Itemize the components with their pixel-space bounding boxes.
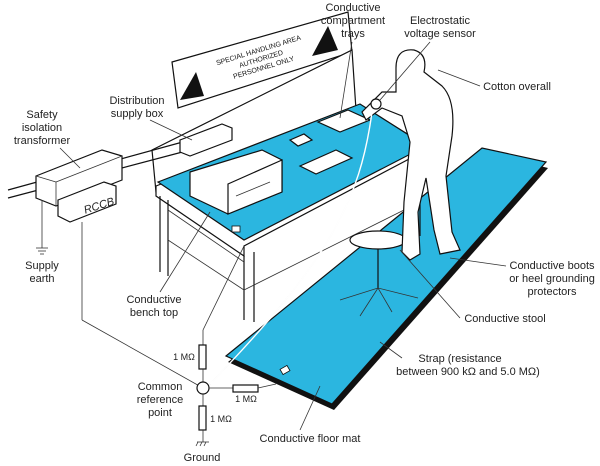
- conductive-floor-mat: [224, 147, 548, 410]
- label-overall: Cotton overall: [483, 81, 551, 93]
- resistor-right: [232, 384, 259, 393]
- conductive-stool: [339, 230, 419, 317]
- voltage-sensor-icon: [370, 98, 382, 110]
- label-strap: between 900 kΩ and 5.0 MΩ): [396, 366, 540, 378]
- label-boots: Conductive boots: [510, 260, 595, 272]
- label-trays: Conductive: [325, 2, 380, 14]
- esd-warning-sign: SPECIAL HANDLING AREA AUTHORIZED PERSONN…: [171, 11, 353, 109]
- label-transformer: Safety: [26, 109, 58, 121]
- label-boots: or heel grounding: [509, 273, 595, 285]
- power-equipment: RCCB: [7, 123, 233, 389]
- ground-icon: [195, 441, 209, 447]
- label-transformer: transformer: [14, 135, 71, 147]
- label-sensor: voltage sensor: [404, 28, 476, 40]
- resistor-lower-value: 1 MΩ: [210, 414, 232, 424]
- esd-warning-icon: [180, 72, 204, 100]
- label-strap: Strap (resistance: [418, 353, 501, 365]
- label-supply-box: supply box: [111, 108, 164, 120]
- esd-warning-icon: [312, 26, 338, 56]
- label-stool: Conductive stool: [464, 313, 545, 325]
- label-reference-point: reference: [137, 394, 183, 406]
- label-reference-point: point: [148, 407, 172, 419]
- safety-isolation-transformer: [35, 149, 123, 207]
- resistor-upper: [198, 344, 207, 370]
- distribution-supply-box: [179, 123, 233, 157]
- label-supply-earth: earth: [29, 273, 54, 285]
- label-boots: protectors: [528, 286, 577, 298]
- grounding-network: [195, 111, 373, 447]
- label-sensor: Electrostatic: [410, 15, 470, 27]
- label-transformer: isolation: [22, 122, 62, 134]
- resistor-right-value: 1 MΩ: [235, 394, 257, 404]
- rccb-box: [57, 181, 117, 223]
- resistor-lower: [198, 405, 207, 431]
- label-bench-top: Conductive: [126, 294, 181, 306]
- label-ground: Ground: [184, 452, 221, 464]
- leader-lines: [59, 41, 507, 431]
- resistor-upper-value: 1 MΩ: [173, 352, 195, 362]
- label-bench-top: bench top: [130, 307, 178, 319]
- label-supply-box: Distribution: [109, 95, 164, 107]
- label-supply-earth: Supply: [25, 260, 59, 272]
- common-reference-point: [196, 381, 210, 395]
- operator-figure: [361, 49, 461, 261]
- label-floor-mat: Conductive floor mat: [260, 433, 361, 445]
- label-trays: trays: [341, 28, 365, 40]
- label-trays: compartment: [321, 15, 385, 27]
- labels: Conductive compartment trays Electrostat…: [14, 2, 595, 464]
- label-reference-point: Common: [138, 381, 183, 393]
